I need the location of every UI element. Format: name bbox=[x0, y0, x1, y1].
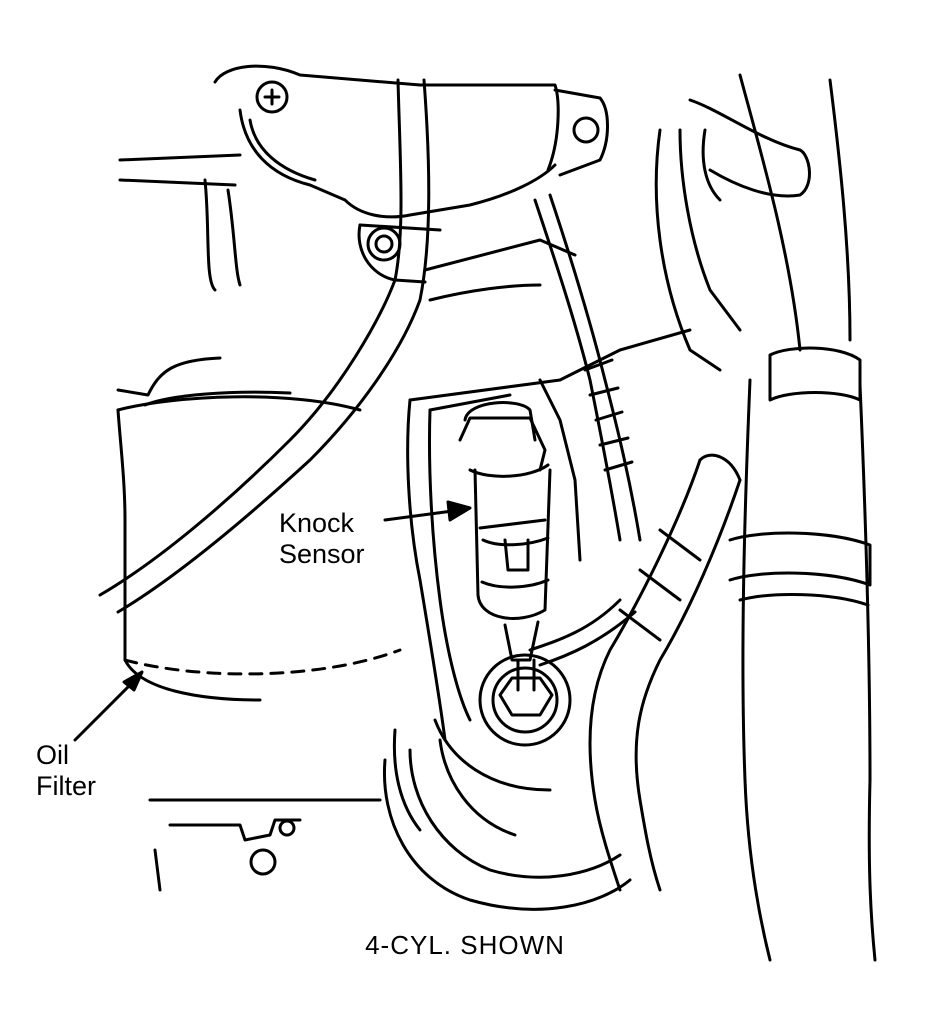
oil-filter-label-line2: Filter bbox=[36, 771, 96, 801]
oil-filter bbox=[116, 356, 402, 702]
knock-sensor-label-line1: Knock bbox=[279, 508, 355, 538]
figure-caption: 4-CYL. SHOWN bbox=[365, 930, 565, 960]
knock-sensor-arrow bbox=[383, 500, 472, 522]
right-hose bbox=[654, 73, 877, 962]
oil-filter-arrow bbox=[73, 670, 144, 742]
sensor-bracket bbox=[406, 328, 692, 742]
knock-sensor bbox=[458, 401, 552, 662]
oil-filter-label-line1: Oil bbox=[36, 740, 69, 770]
diagonal-hose bbox=[98, 78, 431, 614]
upper-housing bbox=[118, 64, 609, 302]
knock-sensor-label-line2: Sensor bbox=[279, 539, 365, 569]
mounting-stud bbox=[478, 653, 572, 747]
lower-housing bbox=[148, 718, 632, 911]
front-hose bbox=[588, 453, 742, 892]
wiring-harness bbox=[528, 193, 642, 667]
oil-filter-label: Oil Filter bbox=[36, 740, 96, 802]
knock-sensor-label: Knock Sensor bbox=[279, 508, 365, 570]
